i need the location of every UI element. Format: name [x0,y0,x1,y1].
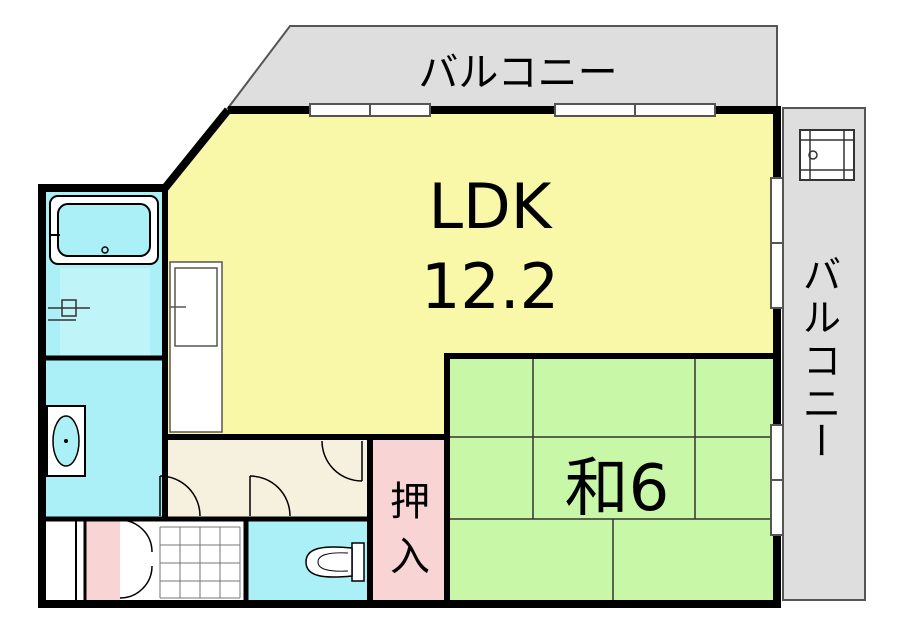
windows [309,103,784,536]
room-washitsu-label: 和6 [565,452,670,526]
room-entrance-genkan [85,519,120,604]
kitchen-counter [169,261,223,433]
balcony-right-label-3: コ [803,339,841,383]
balcony-right-label-5: ー [798,421,842,459]
room-ldk-name: LDK [429,170,553,243]
entrance-tile-grid [159,526,241,599]
balcony-right [782,107,866,601]
room-oshiire-label-1: 押 [390,479,430,525]
washbasin-icon [46,405,86,477]
balcony-right-label-1: バ [803,253,841,297]
toilet-icon [305,542,365,582]
balcony-top-label: バルコニー [418,50,617,96]
room-oshiire-label-2: 入 [390,534,430,580]
room-oshiire [370,437,447,604]
room-ldk-size: 12.2 [421,250,559,323]
bathtub-icon [49,195,159,265]
shower-icon [48,299,90,321]
room-hall [165,437,370,519]
tatami-lines [449,358,777,604]
balcony-right-label-2: ル [803,296,841,340]
shoe-cabinet [41,518,77,605]
bath-water-area [60,268,150,356]
aircon-outdoor-unit-icon [799,129,855,181]
balcony-right-label-4: ニ [803,382,841,426]
